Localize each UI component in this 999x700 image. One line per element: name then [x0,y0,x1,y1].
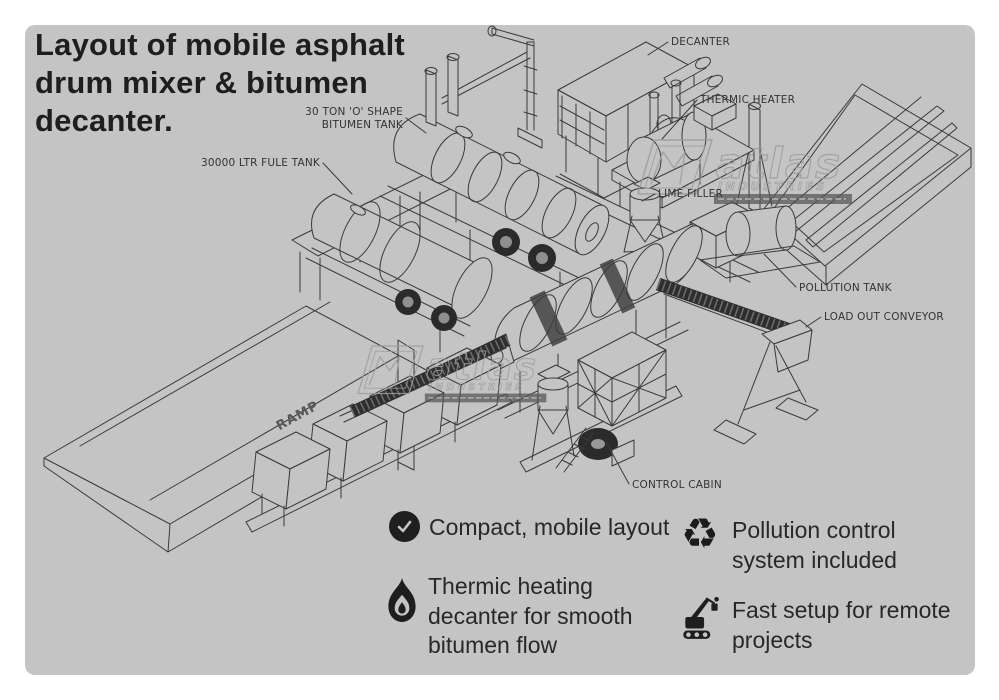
label-lime-filler: LIME FILLER [641,188,723,202]
watermark-brand: atlas [427,345,538,388]
watermark-sub: INDUSTRIES [428,382,525,393]
bitumen-tank-trailer [291,53,610,319]
crane-icon [681,592,723,647]
pollution-tank-unit [689,201,821,279]
feature-compact: Compact, mobile layout [429,514,670,540]
check-circle-icon [389,511,420,542]
title-line-3: decanter. [35,103,173,138]
title-line-2: drum mixer & bitumen [35,65,368,100]
label-bitumen-tank: 30 TON 'O' SHAPE BITUMEN TANK [305,106,427,134]
feature-thermic: Thermic heating decanter for smooth bitu… [428,573,633,658]
svg-text:30000 LTR FULE TANK: 30000 LTR FULE TANK [201,157,321,169]
storage-slab [762,83,972,286]
fuel-tank-trailer [305,193,493,353]
label-pollution-tank: POLLUTION TANK [763,253,893,294]
page-title: Layout of mobile asphalt drum mixer & bi… [35,26,405,140]
drum-mixer [477,223,703,419]
recycle-icon: ♻ [681,509,719,558]
title-line-1: Layout of mobile asphalt [35,27,405,62]
unloading-gantry [441,25,543,149]
lime-filler-silo [623,176,667,253]
flame-icon [383,577,421,628]
control-cabin-unit [519,331,683,473]
component-labels: DECANTER THERMIC HEATER 30 TON 'O' SHAPE… [201,36,944,491]
label-control-cabin: CONTROL CABIN [605,441,722,491]
watermark-brand: atlas [716,139,842,188]
svg-text:30 TON 'O' SHAPE: 30 TON 'O' SHAPE [305,106,403,118]
charging-conveyor [339,334,511,423]
label-fuel-tank: 30000 LTR FULE TANK [201,157,353,195]
svg-text:LOAD OUT CONVEYOR: LOAD OUT CONVEYOR [824,311,944,323]
load-out-conveyor-unit [655,277,819,445]
label-load-out-conveyor: LOAD OUT CONVEYOR [805,311,944,328]
watermark-atlas-2: atlas INDUSTRIES [357,345,547,403]
svg-text:CONTROL CABIN: CONTROL CABIN [632,479,722,491]
svg-text:POLLUTION TANK: POLLUTION TANK [799,282,893,294]
label-decanter: DECANTER [647,36,730,56]
svg-text:LIME FILLER: LIME FILLER [658,188,723,200]
watermark-sub: INDUSTRIES [718,180,828,193]
feature-fast-setup: Fast setup for remote projects [732,597,951,653]
feature-pollution: Pollution control system included [732,517,897,573]
svg-text:DECANTER: DECANTER [671,36,730,48]
svg-text:THERMIC HEATER: THERMIC HEATER [699,94,795,106]
svg-text:BITUMEN TANK: BITUMEN TANK [322,119,404,131]
watermark-atlas-1: atlas INDUSTRIES [637,138,852,204]
label-thermic-heater: THERMIC HEATER [661,94,795,140]
